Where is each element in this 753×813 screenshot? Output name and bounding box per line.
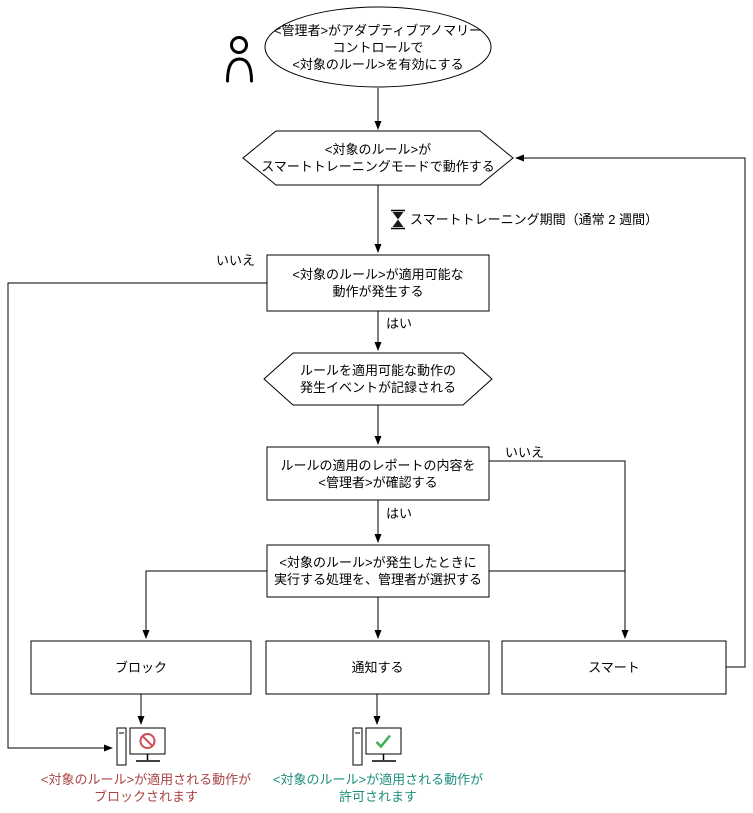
prohibition-icon: [139, 733, 156, 749]
blocked-result-label: <対象のルール>が適用される動作が ブロックされます: [40, 772, 252, 804]
action-occurs-label: <対象のルール>が適用可能な 動作が発生する: [292, 267, 464, 299]
edge-smart-loop-to-training: [515, 154, 746, 668]
event-recorded-hexagon-shape: [263, 352, 493, 406]
allowed-result-label: <対象のルール>が適用される動作が 許可されます: [272, 772, 484, 804]
action-occurs-box-shape: [266, 254, 490, 312]
start-label: <管理者>がアダプティブアノマリー コントロールで <対象のルール>を有効にする: [273, 23, 483, 72]
report-review-box-shape: [266, 446, 490, 501]
hourglass-icon: [391, 209, 405, 230]
smart-box-label: スマート: [588, 660, 640, 675]
label-yes-review: はい: [386, 506, 413, 521]
admin-person-icon: [226, 36, 253, 83]
label-no-action: いいえ: [216, 253, 256, 268]
training-mode-hexagon-shape: [242, 130, 514, 186]
block-box-label: ブロック: [114, 660, 167, 675]
start-terminator-shape: [264, 6, 492, 88]
edge-review-no-to-smart: [489, 460, 629, 639]
block-box-shape: [30, 640, 252, 695]
label-no-review: いいえ: [505, 445, 545, 460]
report-review-label: ルールの適用のレポートの内容を <管理者>が確認する: [280, 458, 476, 490]
computer-allowed-icon: [352, 727, 402, 766]
smart-box-shape: [501, 640, 727, 695]
label-yes-action: はい: [386, 316, 413, 331]
notify-box-label: 通知する: [351, 660, 404, 675]
edge-select-to-block: [142, 570, 267, 639]
notify-box-shape: [265, 640, 490, 695]
select-action-label: <対象のルール>が発生したときに 実行する処理を、管理者が選択する: [273, 555, 482, 587]
check-icon: [375, 734, 391, 749]
event-recorded-label: ルールを適用可能な動作の 発生イベントが記録される: [299, 363, 456, 395]
computer-blocked-icon: [116, 727, 166, 766]
training-mode-label: <対象のルール>が スマートトレーニングモードで動作する: [261, 142, 495, 174]
select-action-box-shape: [266, 544, 490, 598]
edge-action-no-to-blocked: [7, 282, 267, 752]
training-period-label: スマートトレーニング期間（通常 2 週間）: [410, 212, 659, 227]
connectors: [7, 88, 746, 752]
